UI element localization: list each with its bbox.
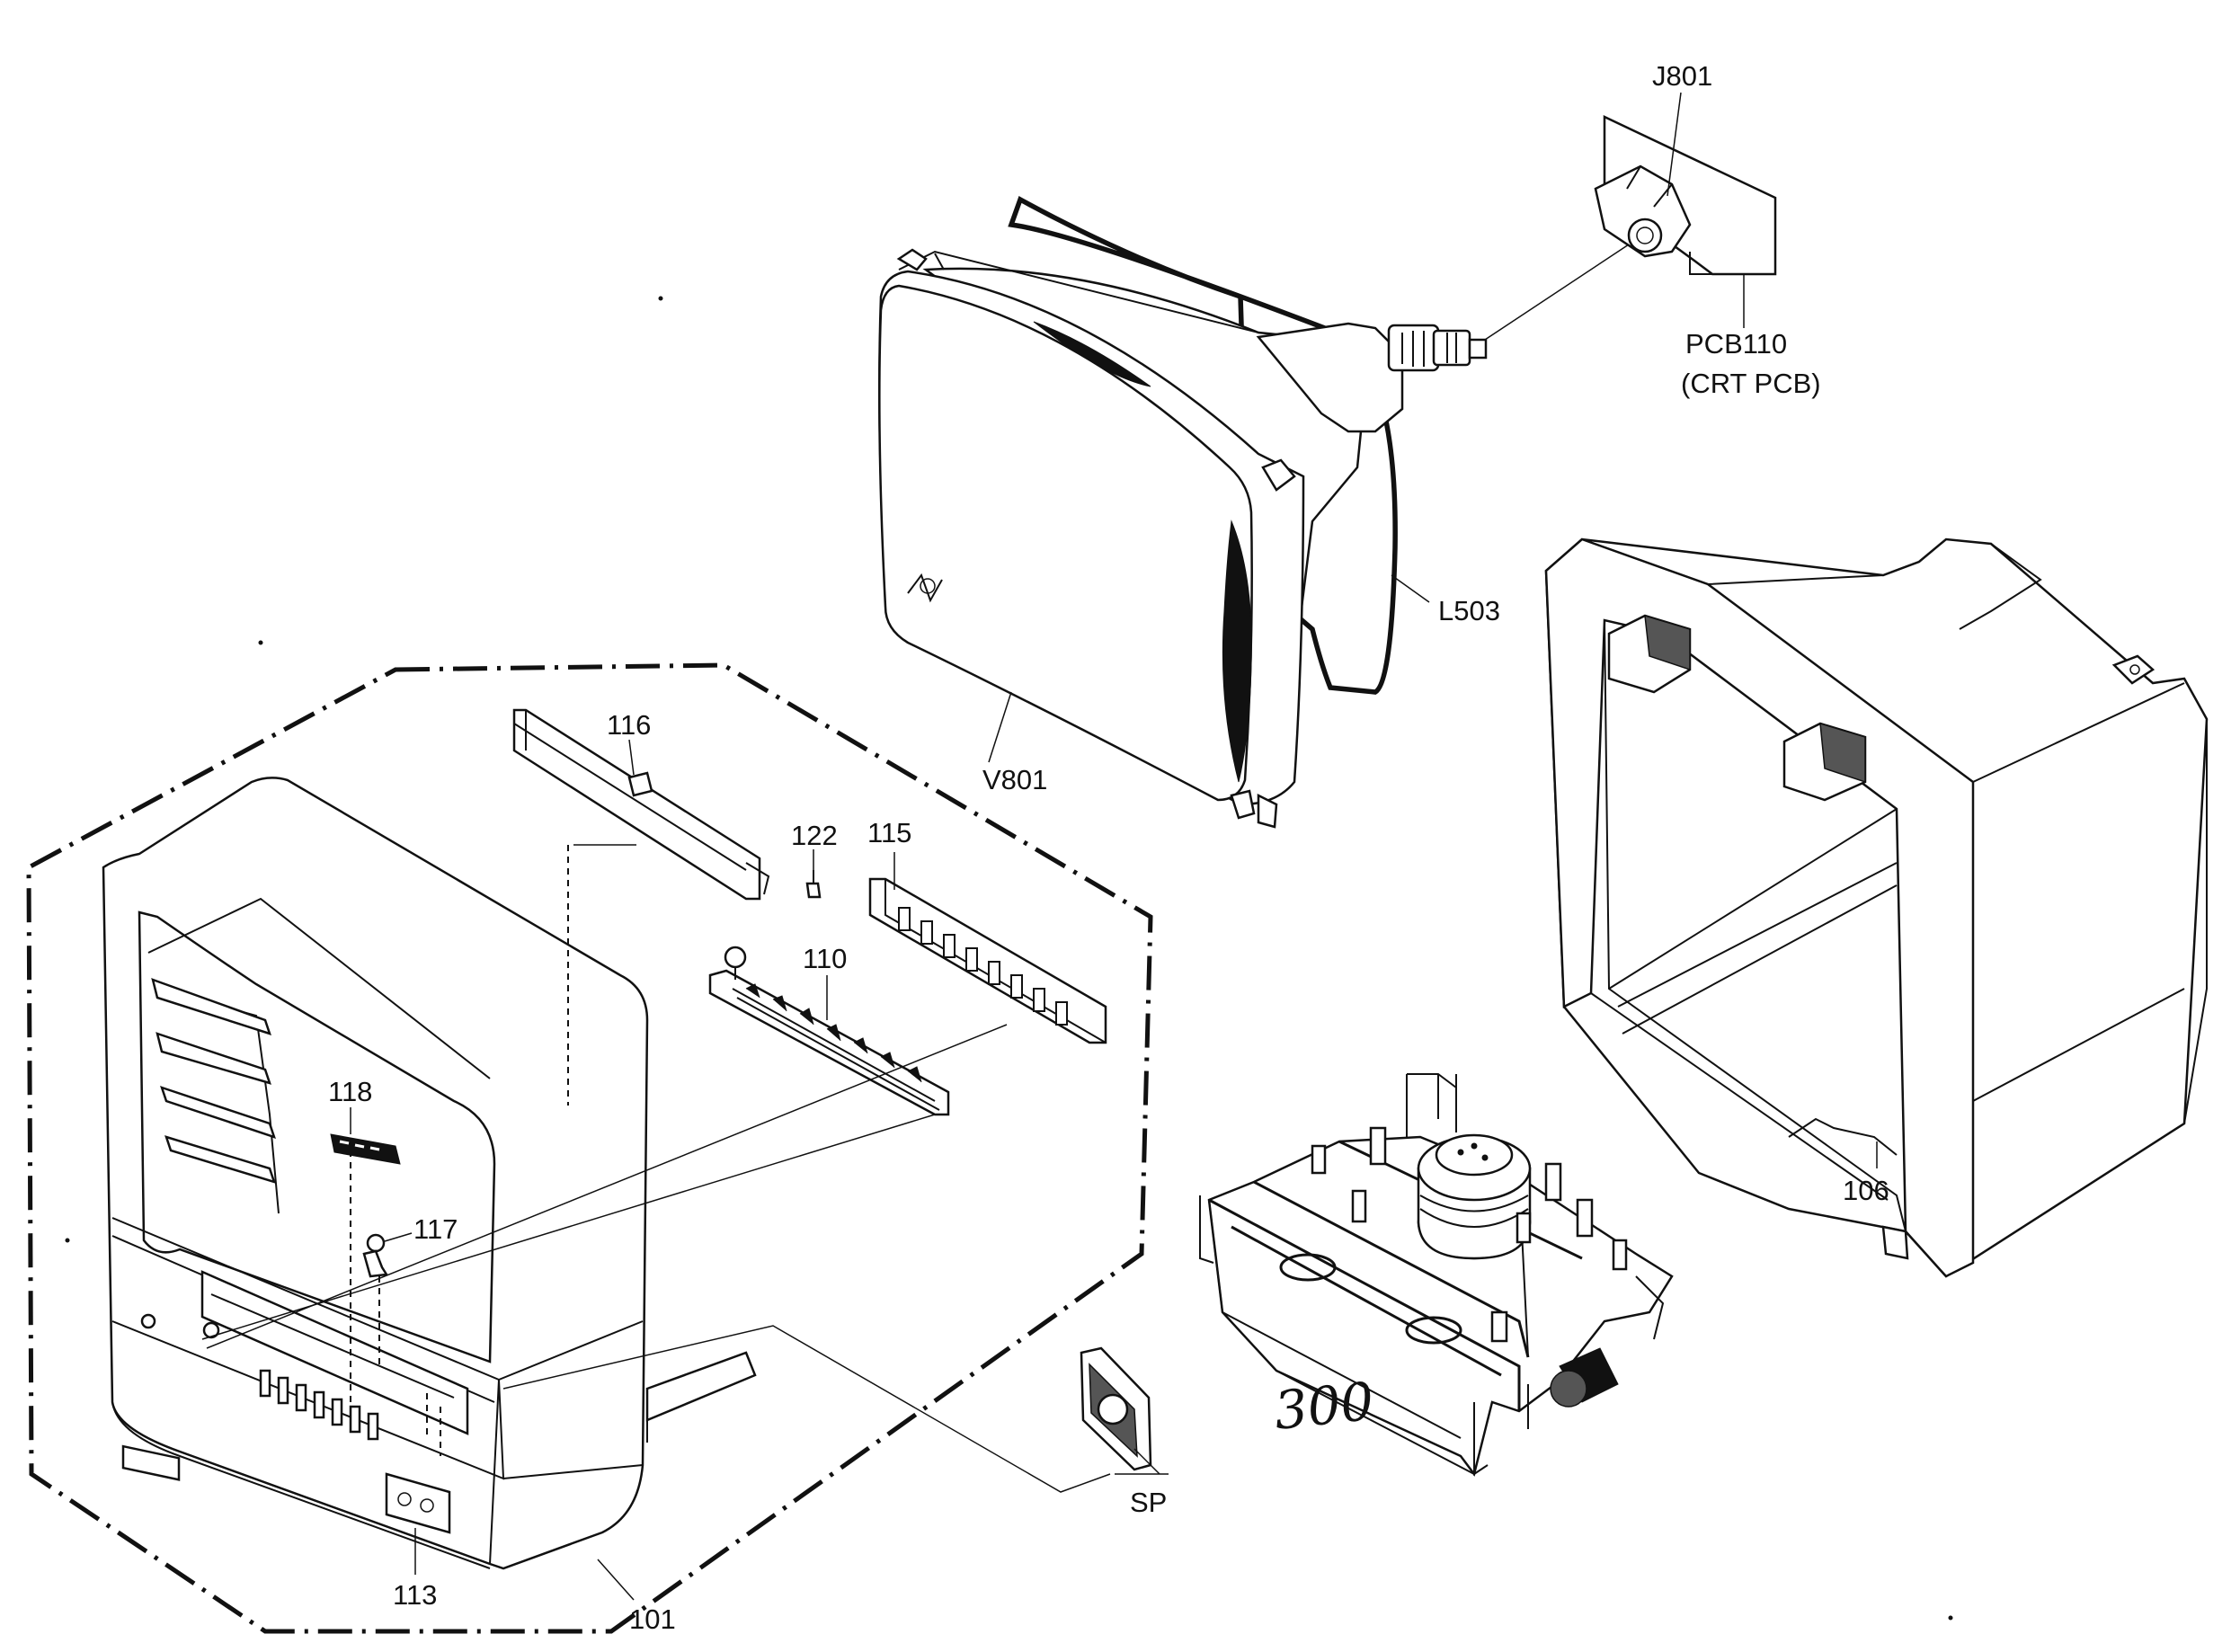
part-117-clip — [362, 1233, 389, 1278]
part-122-screw — [805, 870, 822, 899]
label-113: 113 — [393, 1579, 437, 1611]
label-pcb110: PCB110 — [1685, 328, 1787, 360]
front-cabinet — [102, 777, 757, 1570]
front-cabinet-assembly-boundary — [26, 662, 1153, 1634]
label-122: 122 — [791, 820, 838, 851]
label-106: 106 — [1843, 1175, 1889, 1206]
guide-posts — [1311, 1126, 1628, 1343]
picture-tube-crt — [878, 196, 1488, 829]
part-110-control-strip — [708, 946, 950, 1116]
part-116-bracket — [512, 708, 770, 901]
label-115: 115 — [867, 817, 911, 848]
label-116: 116 — [607, 709, 651, 741]
degauss-coil-l503 — [1008, 196, 1398, 695]
part-118-badge — [330, 1133, 401, 1165]
speaker-sp — [1080, 1346, 1152, 1471]
label-101: 101 — [629, 1603, 676, 1635]
vcr-mechanism-300 — [1199, 1073, 1674, 1477]
assembly-lines — [201, 844, 1160, 1493]
front-panel-buttons — [259, 1369, 379, 1441]
label-j801: J801 — [1652, 60, 1712, 92]
label-300-handwritten: 300 — [1271, 1371, 1376, 1442]
back-cabinet — [1544, 537, 2209, 1278]
label-l503: L503 — [1438, 595, 1500, 626]
label-crt-pcb: (CRT PCB) — [1681, 368, 1821, 399]
label-118: 118 — [328, 1076, 372, 1107]
video-head-drum — [1417, 1133, 1532, 1260]
leader-lines — [350, 92, 1878, 1601]
label-v801: V801 — [982, 764, 1047, 795]
part-115-button-strip — [868, 877, 1107, 1044]
label-110: 110 — [803, 943, 847, 974]
label-117: 117 — [413, 1213, 458, 1245]
label-sp: SP — [1130, 1487, 1167, 1518]
crt-pcb-board — [1594, 115, 1777, 276]
